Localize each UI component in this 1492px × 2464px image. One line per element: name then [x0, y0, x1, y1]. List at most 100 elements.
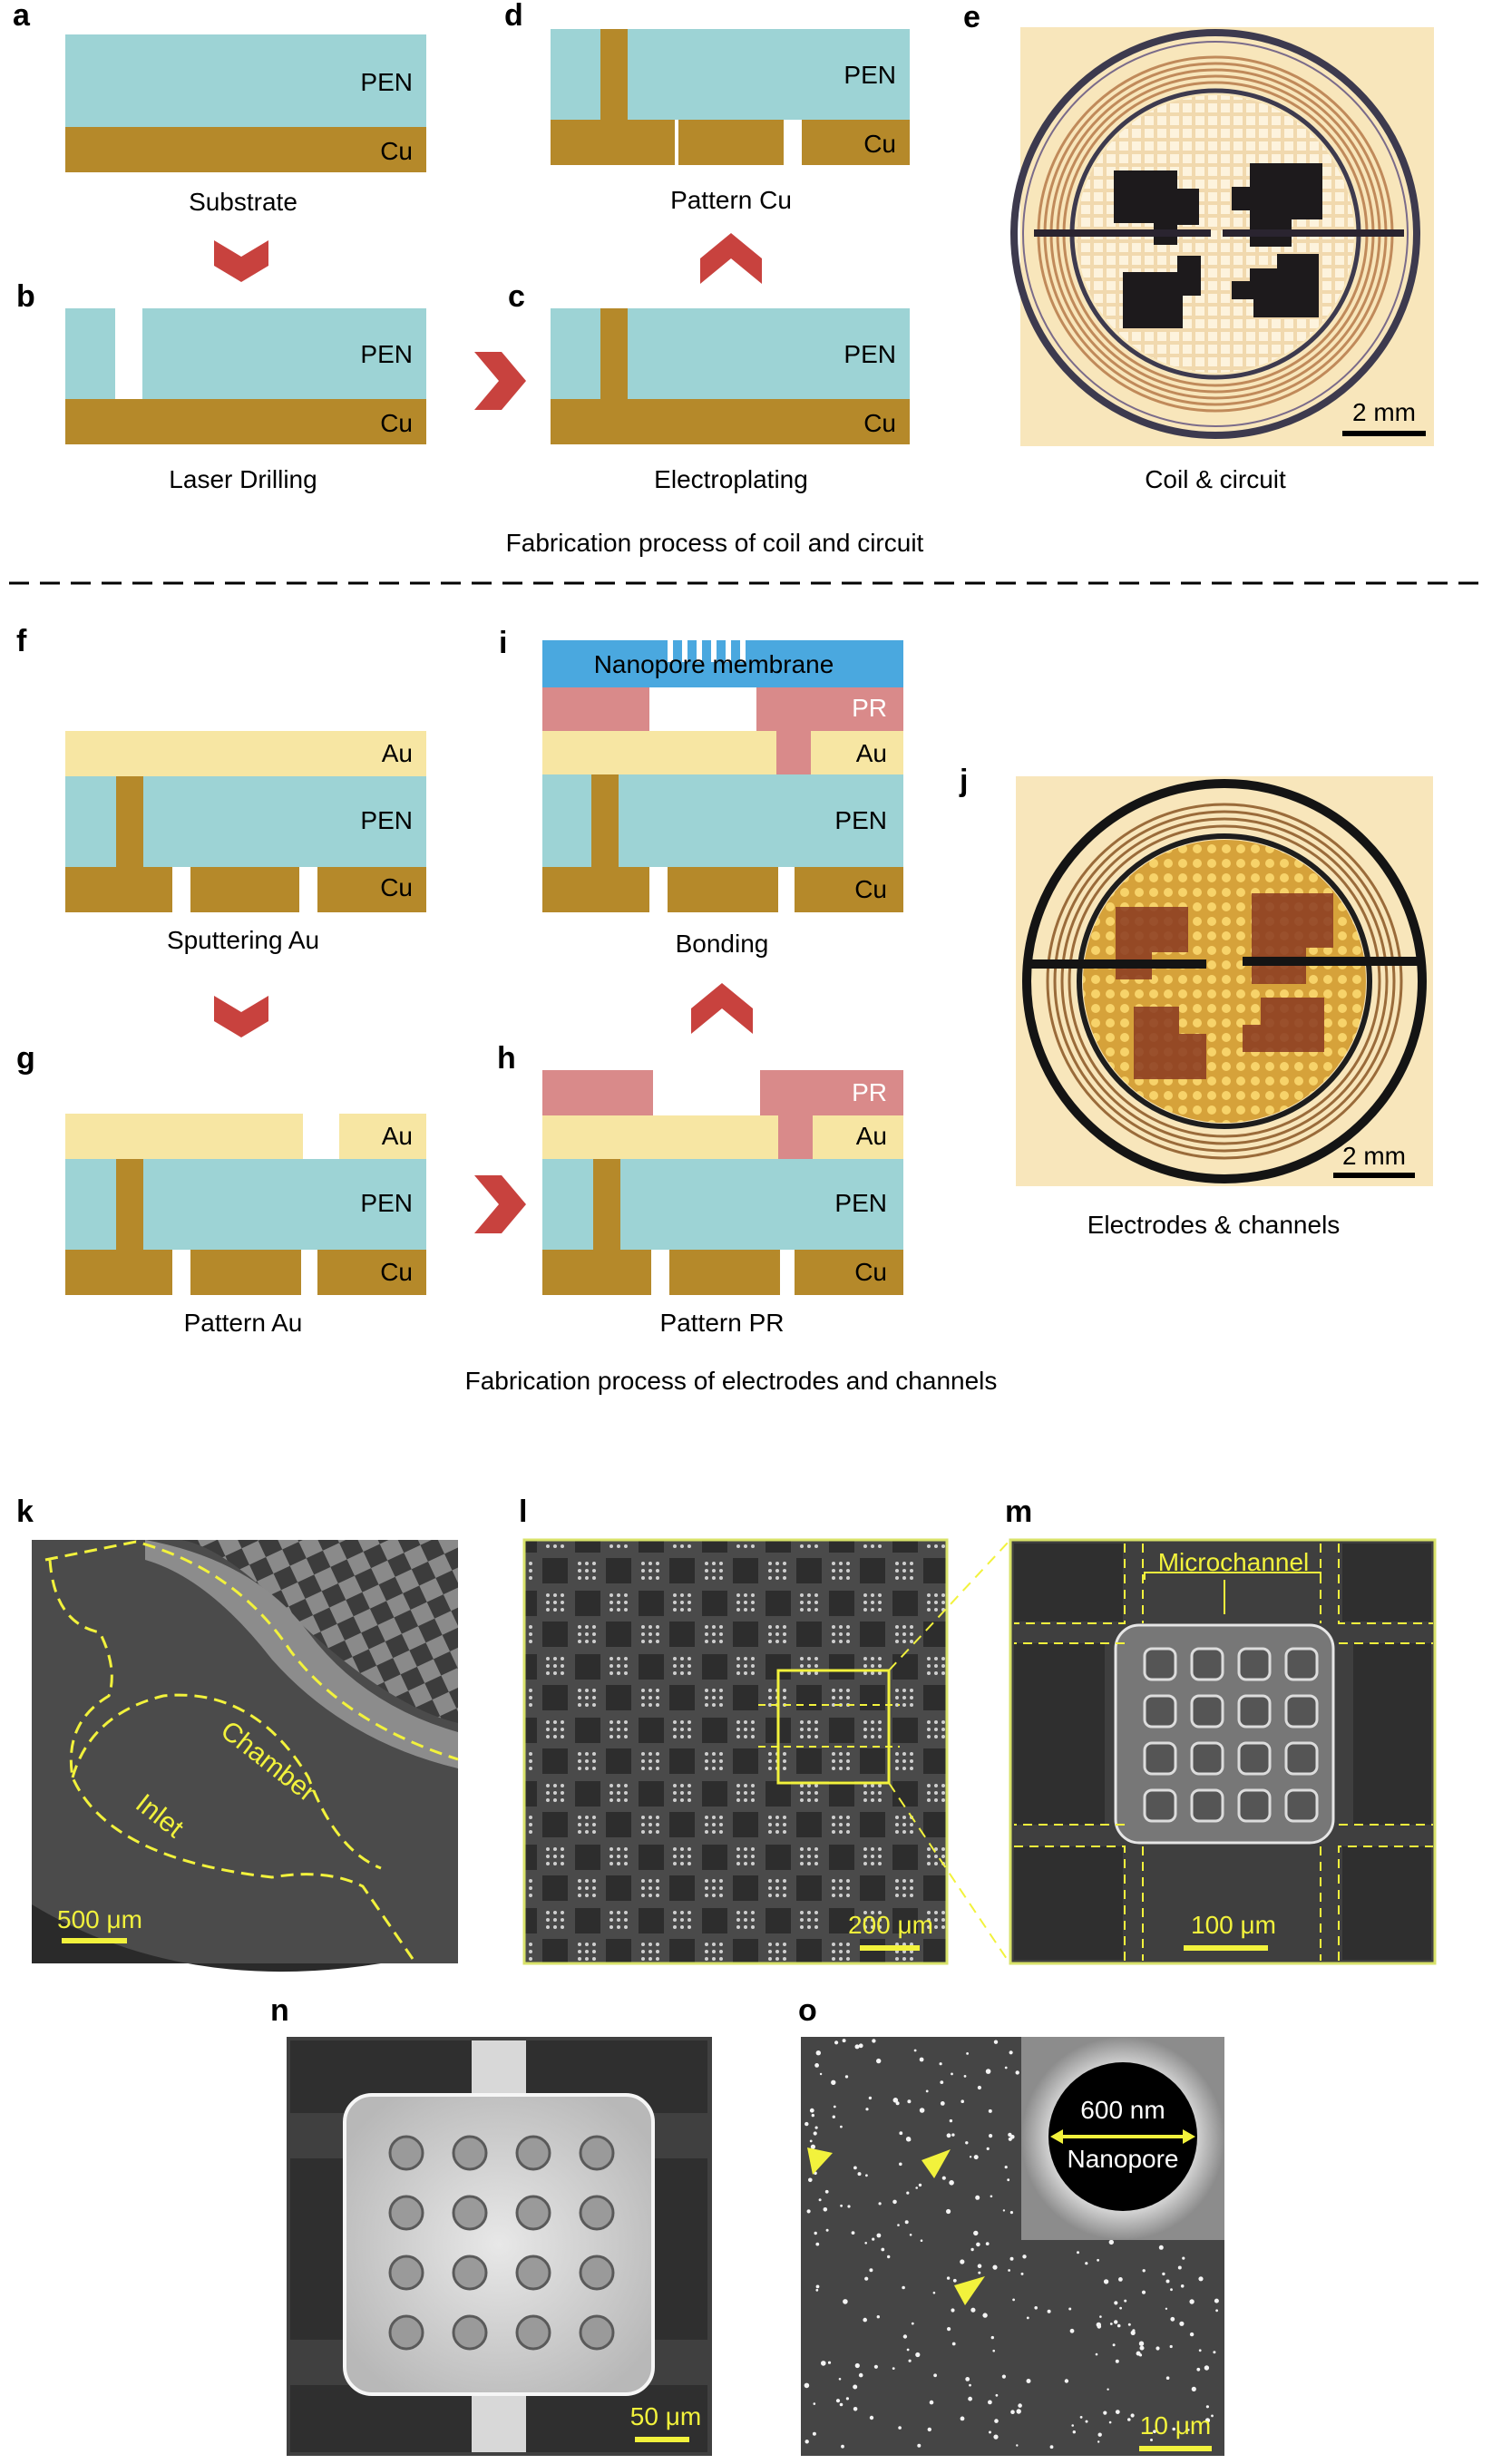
nanopore-dot [815, 2050, 821, 2056]
inset-size-label: 600 nm [1080, 2096, 1165, 2124]
arrow-up-icon [691, 983, 753, 1034]
panel-label-m: m [1005, 1495, 1032, 1529]
nanopore-dot [977, 2264, 982, 2268]
via [593, 1159, 620, 1250]
nanopore-dot [1109, 2323, 1113, 2325]
microchannel-outline [1014, 1544, 1433, 1961]
nanopore-dot [1204, 2365, 1210, 2371]
arrow-down-icon [214, 996, 268, 1037]
nanopore-dot [1127, 2323, 1131, 2326]
nanopore-dot [1124, 2299, 1127, 2303]
nanopore-dot [973, 2155, 979, 2160]
nanopore-dot [835, 2399, 841, 2403]
cu-pad [542, 1250, 651, 1295]
nanopore-dot [1016, 2444, 1019, 2447]
nanopore-dot [1009, 2256, 1014, 2261]
cu-label: Cu [863, 130, 896, 158]
nanopore-dot [872, 2237, 875, 2241]
nanopores [668, 640, 746, 662]
nanopore-dot [1198, 2276, 1204, 2282]
nanopore-dot [932, 2291, 936, 2294]
cu-label: Cu [380, 1258, 413, 1286]
nanopore-dot [1108, 2420, 1112, 2424]
nanopore-dot [961, 2099, 964, 2103]
nanopore-dot [1103, 2410, 1107, 2415]
au-label: Au [382, 739, 413, 767]
nanopore-dot [898, 2426, 902, 2430]
cu-layer [551, 399, 910, 444]
nanopore-dot [892, 2199, 897, 2205]
nanopore-dot [1114, 2301, 1118, 2305]
cu-layer [65, 399, 426, 444]
nanopore-dot [1165, 2307, 1168, 2310]
nanopore-dot [1004, 2166, 1008, 2169]
nanopore-dot [951, 2308, 955, 2313]
arrow-right-icon [474, 352, 526, 410]
panel-label-g: g [16, 1041, 35, 1076]
pen-label: PEN [360, 68, 413, 96]
nanopore-dot [939, 2062, 942, 2066]
nanopore-dot [1139, 2345, 1145, 2351]
nanopore-dot [1215, 2309, 1218, 2313]
nanopore-dot [909, 2234, 912, 2236]
nanopore-dot [1010, 2410, 1015, 2414]
microchannel-label: Microchannel [1158, 1548, 1310, 1576]
nanopore-dot [869, 2415, 874, 2420]
caption-sputtering-au: Sputtering Au [167, 926, 319, 954]
nanopore-dot [839, 2402, 844, 2407]
caption-electroplating: Electroplating [654, 465, 808, 493]
nanopore-dot [968, 2396, 972, 2401]
nanopore-dot [1115, 2410, 1120, 2415]
nanopore-dot [873, 2364, 879, 2369]
nanopore-dot [853, 2384, 858, 2390]
cu-pad [190, 1250, 301, 1295]
nanopore-dot [1172, 2427, 1175, 2431]
caption-coil-circuit: Coil & circuit [1145, 465, 1286, 493]
panel-label-o: o [798, 1993, 817, 2028]
nanopore-dot [1085, 2262, 1088, 2265]
nanopore-dot [929, 2400, 934, 2405]
nanopore-dot [806, 2209, 811, 2214]
nanopore-dot [946, 2133, 951, 2138]
pen-layer [65, 308, 115, 399]
nanopore-dot [881, 2247, 885, 2252]
nanopore-dot [1189, 2299, 1195, 2304]
nanopore-dot [843, 2299, 848, 2304]
caption-pattern-cu: Pattern Cu [670, 186, 792, 214]
nanopore-dot [973, 2230, 979, 2236]
cu-pad [317, 1250, 426, 1295]
pr-label: PR [852, 1078, 887, 1106]
nanopore-dot [919, 2108, 925, 2113]
nanopore-dot [969, 2156, 972, 2158]
pen-label: PEN [844, 340, 896, 368]
via [600, 29, 628, 120]
nanopore-dot [1047, 2309, 1051, 2313]
nanopore-dot [876, 2315, 880, 2319]
nanopore-dot [993, 2040, 999, 2044]
panel-o: o 600 nm Nanopore 10 μm [798, 1993, 1224, 2456]
nanopore-dot [827, 2361, 832, 2364]
pr-layer [542, 1070, 653, 1115]
nanopore-dot [1108, 2239, 1115, 2245]
au-label: Au [856, 1122, 887, 1150]
nanopore-dot [841, 2444, 844, 2449]
nanopore-dot [1118, 2277, 1123, 2282]
nanopore-dot [1015, 2070, 1019, 2075]
nanopore-dot [966, 2052, 969, 2055]
nanopore-dot [815, 2288, 819, 2292]
cu-label: Cu [854, 875, 887, 903]
nanopore-dot [1018, 2403, 1022, 2408]
nanopore-dot [949, 2118, 953, 2123]
arrow-down-icon [214, 240, 268, 282]
nanopore-dot [814, 2063, 819, 2068]
nanopore-dot [992, 2349, 995, 2352]
nanopore-dot [1138, 2353, 1143, 2357]
nanopore-dot [1127, 2418, 1131, 2421]
scale-label: 2 mm [1352, 398, 1416, 426]
nanopore-dot [897, 2224, 900, 2226]
nanopore-dot [863, 2317, 867, 2323]
scale-label: 50 μm [630, 2402, 701, 2430]
zoom-region [776, 1669, 891, 1785]
nanopore-dot [1103, 2279, 1109, 2284]
panel-c: c PEN Cu Electroplating [508, 279, 910, 493]
